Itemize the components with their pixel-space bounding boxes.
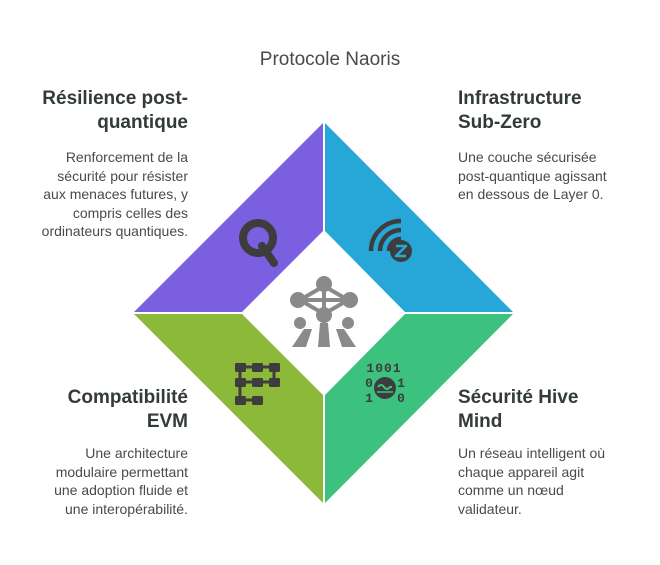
atom-structure-icon bbox=[290, 276, 358, 347]
letter-q-icon bbox=[239, 219, 278, 267]
svg-text:0: 0 bbox=[365, 376, 373, 391]
svg-text:1: 1 bbox=[365, 391, 373, 406]
heading-subzero: Infrastructure Sub-Zero bbox=[458, 88, 582, 133]
wifi-z-icon bbox=[368, 218, 412, 262]
svg-text:0: 0 bbox=[397, 391, 405, 406]
heading-evm: Compatibilité EVM bbox=[67, 387, 188, 432]
modules-icon bbox=[235, 363, 280, 405]
quadrant-hivemind bbox=[325, 314, 513, 503]
desc-hivemind: Un réseau intelligent où chaque appareil… bbox=[458, 445, 606, 517]
quadrant-subzero bbox=[325, 123, 513, 312]
desc-resilience: Renforcement de la sécurité pour résiste… bbox=[41, 149, 188, 239]
desc-subzero: Une couche sécurisée post-quantique agis… bbox=[458, 149, 607, 202]
desc-evm: Une architecture modulaire permettant un… bbox=[54, 445, 188, 517]
svg-text:1001: 1001 bbox=[366, 361, 401, 376]
svg-text:1: 1 bbox=[397, 376, 405, 391]
heading-hivemind: Sécurité Hive Mind bbox=[458, 387, 579, 432]
binary-mask-icon: 1001 0 1 1 0 bbox=[365, 361, 405, 406]
quadrant-resilience bbox=[134, 123, 323, 312]
heading-resilience: Résilience post- quantique bbox=[42, 88, 188, 133]
quadrant-evm bbox=[134, 314, 323, 503]
diagram-title: Protocole Naoris bbox=[259, 49, 401, 70]
